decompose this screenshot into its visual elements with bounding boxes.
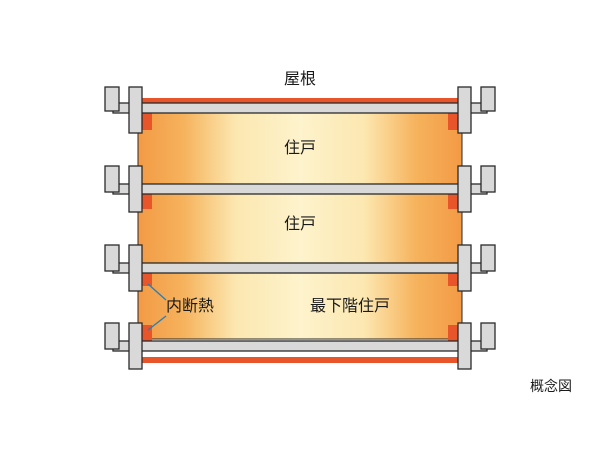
roof-slab (112, 102, 488, 114)
middle-unit-room (137, 190, 463, 264)
insulation-leader-lines (147, 283, 167, 331)
roof-insulation (140, 98, 458, 104)
bottom-unit-label: 最下階住戸 (310, 296, 390, 315)
bottom-floor-insulation (140, 357, 458, 363)
upper-unit-room (137, 107, 463, 185)
corner-insulation-blocks (140, 112, 460, 341)
structural-ends (104, 86, 496, 370)
insulation-label: 内断熱 (166, 296, 214, 315)
roof-label: 屋根 (284, 69, 316, 88)
bottom-slab (112, 340, 488, 352)
upper-unit-label: 住戸 (284, 138, 316, 157)
floor-slab-3 (112, 262, 488, 274)
caption-label: 概念図 (530, 378, 572, 395)
middle-unit-label: 住戸 (284, 214, 316, 233)
floor-slab-2 (112, 183, 488, 195)
